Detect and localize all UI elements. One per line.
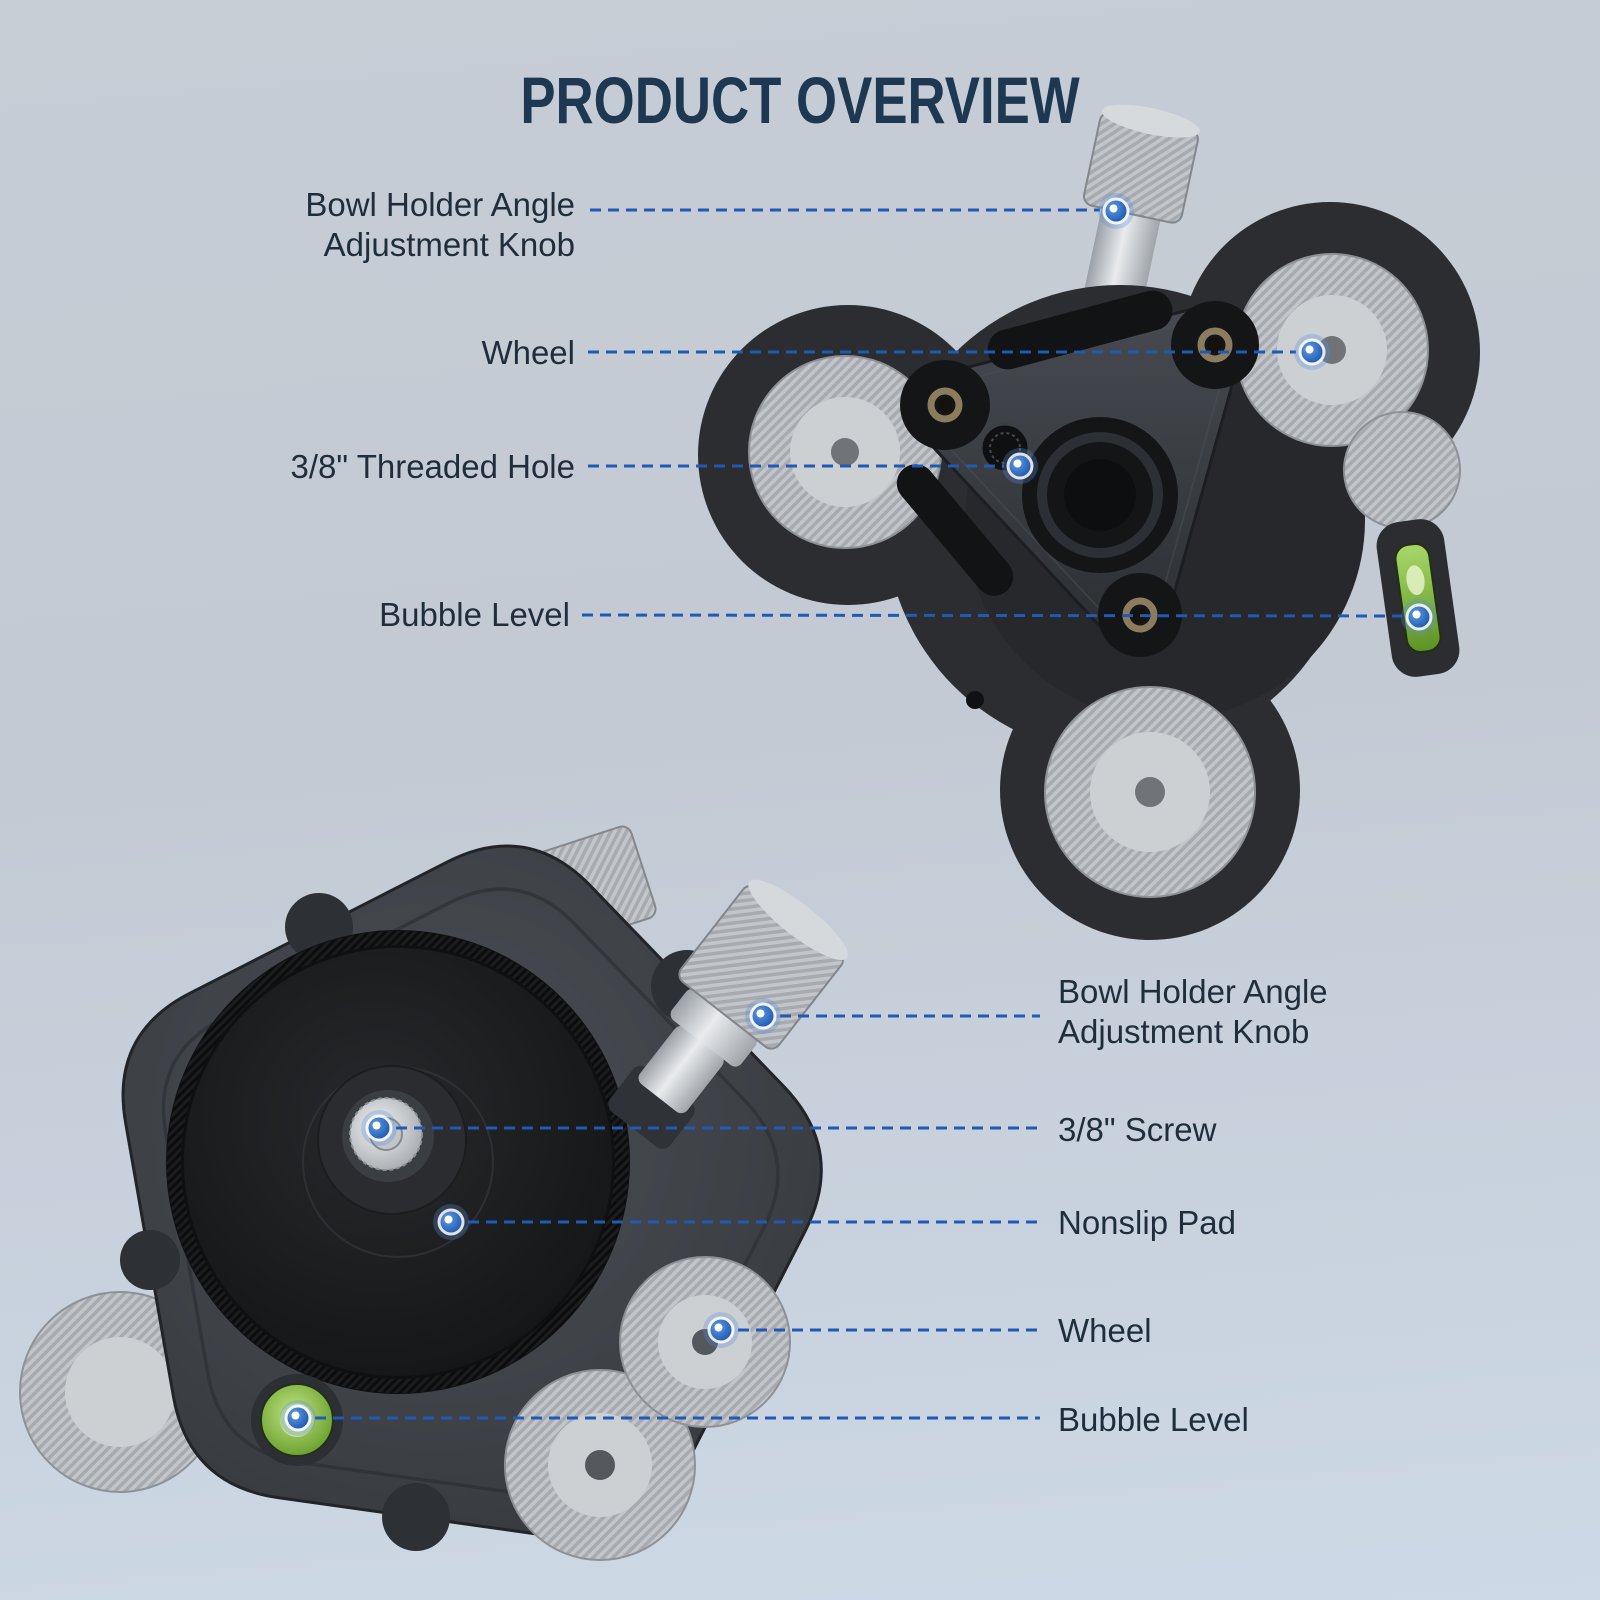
top-side-knob [1343,411,1461,529]
top-bubble-level [1376,519,1460,677]
label-bottom-nonslip-pad: Nonslip Pad [1058,1204,1236,1241]
top-wheel-right [1235,253,1429,447]
label-top-wheel: Wheel [481,334,575,371]
callout-dot-bottom-bubble-level [280,1400,316,1436]
top-product-illustration [698,104,1480,940]
callout-dot-bottom-knob [745,998,781,1034]
callout-dot-bottom-pad [433,1204,469,1240]
top-wheel-left [748,355,942,549]
bottom-body-groove [161,887,780,1500]
bottom-wheel-right [619,1256,791,1428]
label-top-bubble-level: Bubble Level [379,596,570,633]
label-bottom-wheel: Wheel [1058,1312,1152,1349]
label-bottom-screw: 3/8" Screw [1058,1111,1217,1148]
callout-dot-top-wheel [1294,334,1330,370]
callout-line-top-bubble-level [581,613,1403,618]
label-top-threaded-hole: 3/8" Threaded Hole [290,448,575,485]
label-top-bowl-holder-angle-adjustment-knob: Bowl Holder Angle Adjustment Knob [305,186,575,264]
callout-dot-bottom-screw [361,1110,397,1146]
callout-lines [315,208,1403,1420]
callout-dot-top-bubble-level [1401,599,1437,635]
page-title: PRODUCT OVERVIEW [520,63,1080,137]
callout-dot-top-threaded-hole [1002,448,1038,484]
top-center-hub [1022,417,1178,573]
bottom-product-illustration [19,825,848,1561]
label-bottom-bowl-holder-angle-adjustment-knob: Bowl Holder Angle Adjustment Knob [1058,973,1328,1051]
callout-dot-top-knob [1098,193,1134,229]
top-wheel-bottom [1044,686,1256,898]
label-bottom-bubble-level: Bubble Level [1058,1401,1249,1438]
callout-dot-bottom-wheel [703,1312,739,1348]
